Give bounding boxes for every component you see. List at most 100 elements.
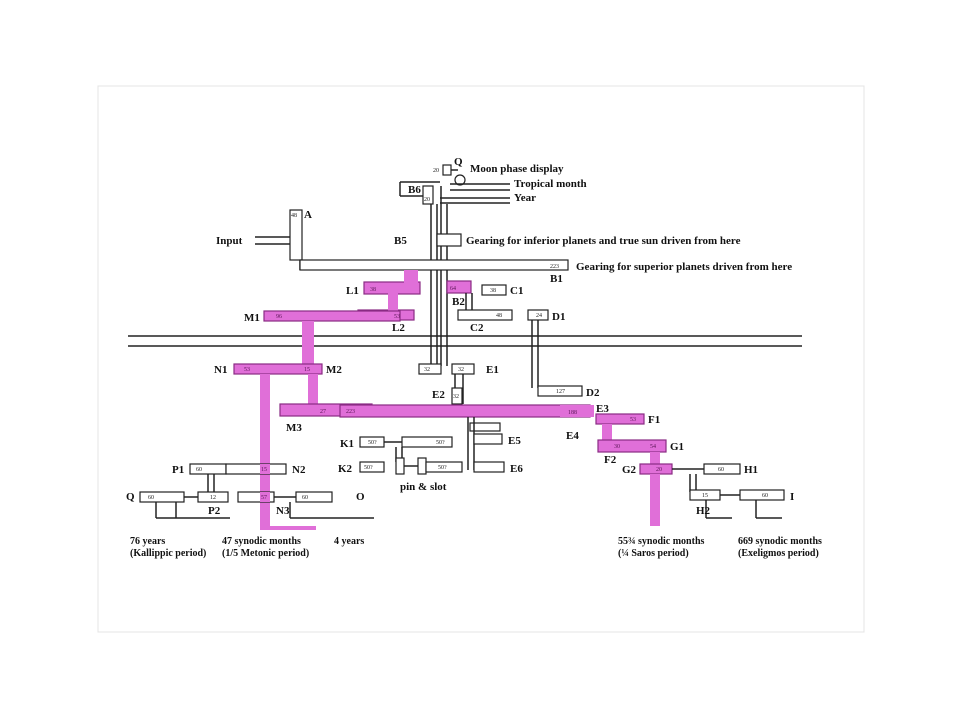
label-o: O <box>356 491 365 503</box>
label-b2: B2 <box>452 296 465 308</box>
caption-metonic-1: 47 synodic months <box>222 536 301 547</box>
label-b1: B1 <box>550 273 563 285</box>
teeth-e2: 32 <box>453 394 459 400</box>
annotation-superior-planets: Gearing for superior planets driven from… <box>576 261 792 273</box>
m-arbor <box>302 321 314 365</box>
label-e2: E2 <box>432 389 445 401</box>
annotation-inferior-planets: Gearing for inferior planets and true su… <box>466 235 741 247</box>
teeth-n1: 53 <box>244 367 250 373</box>
label-c2: C2 <box>470 322 484 334</box>
caption-saros-2: (¼ Saros period) <box>618 548 689 559</box>
fgh-train <box>595 413 785 526</box>
diagram-plate <box>97 85 865 633</box>
gear-d2 <box>537 385 583 397</box>
teeth-b1: 223 <box>550 264 559 270</box>
teeth-a: 48 <box>291 213 297 219</box>
caption-kallippic-2: (Kallippic period) <box>130 548 206 559</box>
gear-n1-m2 <box>233 363 323 375</box>
gear-q2 <box>139 491 185 503</box>
gear-e6-k <box>425 461 463 473</box>
g-arbor-top <box>650 452 660 466</box>
annotations: Moon phase display Tropical month Year I… <box>216 163 792 493</box>
teeth-e1b: 32 <box>458 367 464 373</box>
teeth-k1: 50? <box>368 440 377 446</box>
label-l2: L2 <box>392 322 405 334</box>
teeth-i: 60 <box>762 493 768 499</box>
teeth-k2: 50? <box>364 465 373 471</box>
gear-c2 <box>457 309 513 321</box>
label-q2: Q <box>126 491 135 503</box>
gear-c1 <box>481 284 507 296</box>
teeth-n2: 15 <box>261 467 267 473</box>
teeth-q: 20 <box>433 168 439 174</box>
teeth-p2: 12 <box>210 495 216 501</box>
gear-q <box>442 164 452 176</box>
label-i: I <box>790 491 794 503</box>
label-e1: E1 <box>486 364 499 376</box>
teeth-n3: 57 <box>261 495 267 501</box>
teeth-g1: 54 <box>650 444 656 450</box>
label-m1: M1 <box>244 312 260 324</box>
teeth-l2: 53 <box>394 314 400 320</box>
annotation-moon-phase: Moon phase display <box>470 163 564 175</box>
tooth-counts: 20 20 48 223 38 64 38 96 53 48 24 53 15 … <box>148 168 768 501</box>
f-arbor <box>602 424 612 442</box>
teeth-f2: 30 <box>614 444 620 450</box>
gear-e4 <box>469 422 501 432</box>
label-d1: D1 <box>552 311 565 323</box>
l1-link-bar <box>404 270 418 284</box>
input-train <box>255 209 569 271</box>
label-n2: N2 <box>292 464 306 476</box>
annotation-year: Year <box>514 192 536 204</box>
label-h1: H1 <box>744 464 758 476</box>
label-k2: K2 <box>338 463 353 475</box>
teeth-d1: 24 <box>536 313 542 319</box>
caption-exeligmos-2: (Exeligmos period) <box>738 548 819 559</box>
gear-labels: Q B6 A B5 B1 L1 B2 C1 M1 L2 C2 D1 N1 M2 … <box>126 156 794 517</box>
label-a: A <box>304 209 312 221</box>
label-f2: F2 <box>604 454 617 466</box>
label-k1: K1 <box>340 438 354 450</box>
label-f1: F1 <box>648 414 660 426</box>
gear-m1 <box>263 310 401 322</box>
caption-four-years: 4 years <box>334 536 364 547</box>
gear-f2-g1 <box>597 439 667 453</box>
n2-hl <box>260 464 270 474</box>
label-e3: E3 <box>596 403 609 415</box>
annotation-input: Input <box>216 235 243 247</box>
moon-phase-ball <box>454 174 466 186</box>
label-l1: L1 <box>346 285 359 297</box>
gear-h1 <box>703 463 741 475</box>
label-c1: C1 <box>510 285 523 297</box>
caption-exeligmos-1: 669 synodic months <box>738 536 822 547</box>
teeth-h2: 15 <box>702 493 708 499</box>
label-g2: G2 <box>622 464 637 476</box>
teeth-c2: 48 <box>496 313 502 319</box>
teeth-g2: 20 <box>656 467 662 473</box>
label-m3: M3 <box>286 422 302 434</box>
gear-f1 <box>595 413 645 425</box>
teeth-p1: 60 <box>196 467 202 473</box>
teeth-b2: 64 <box>450 286 456 292</box>
central-arbor <box>399 164 510 366</box>
label-d2: D2 <box>586 387 600 399</box>
teeth-f1: 53 <box>630 417 636 423</box>
gear-b5 <box>436 233 462 247</box>
output-captions: 76 years (Kallippic period) 47 synodic m… <box>130 536 822 559</box>
gear-e3-e4-band <box>339 404 591 418</box>
teeth-d2: 127 <box>556 389 565 395</box>
label-q: Q <box>454 156 463 168</box>
label-n1: N1 <box>214 364 227 376</box>
label-p2: P2 <box>208 505 221 517</box>
gear-k2 <box>359 461 385 473</box>
gear-n2 <box>225 463 287 475</box>
gear-e2 <box>451 387 463 405</box>
teeth-l1: 38 <box>370 287 376 293</box>
teeth-m3b: 223 <box>346 409 355 415</box>
e3-right-bar <box>560 405 594 417</box>
label-b6: B6 <box>408 184 421 196</box>
label-p1: P1 <box>172 464 184 476</box>
teeth-m3a: 27 <box>320 409 326 415</box>
n-output-hl <box>260 526 316 530</box>
